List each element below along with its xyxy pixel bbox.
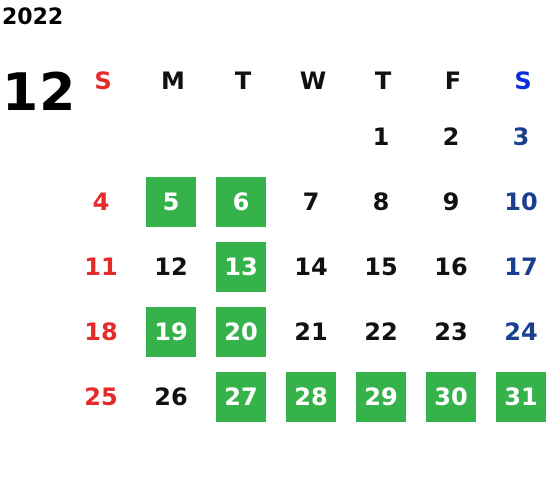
day-cell xyxy=(138,106,208,171)
day-cell xyxy=(68,106,138,171)
weekday-sunday: S xyxy=(94,67,112,95)
weekday-thursday: T xyxy=(374,67,392,95)
weekday-header-row: S M T W T F S xyxy=(68,56,548,106)
week-row: 18 19 20 21 22 23 24 xyxy=(68,301,548,366)
year-label: 2022 xyxy=(2,5,64,30)
day-cell: 22 xyxy=(364,317,398,346)
day-cell: 18 xyxy=(84,317,118,346)
day-cell: 12 xyxy=(154,252,188,281)
day-cell: 4 xyxy=(92,187,110,216)
day-cell: 24 xyxy=(504,317,538,346)
calendar-grid: S M T W T F S 1 2 3 4 5 6 7 8 9 10 11 12… xyxy=(68,56,548,431)
day-cell xyxy=(208,106,278,171)
day-cell: 16 xyxy=(434,252,468,281)
day-cell: 21 xyxy=(294,317,328,346)
day-cell: 7 xyxy=(302,187,320,216)
day-cell: 2 xyxy=(442,122,460,151)
day-cell: 17 xyxy=(504,252,538,281)
day-cell-highlighted: 30 xyxy=(418,366,488,431)
day-cell: 25 xyxy=(84,382,118,411)
weekday-tuesday: T xyxy=(234,67,252,95)
week-row: 1 2 3 xyxy=(68,106,548,171)
month-number: 12 xyxy=(2,63,77,123)
day-cell: 8 xyxy=(372,187,390,216)
day-cell-highlighted: 19 xyxy=(138,301,208,366)
day-cell: 11 xyxy=(84,252,118,281)
weekday-monday: M xyxy=(161,67,185,95)
day-cell-highlighted: 27 xyxy=(208,366,278,431)
day-cell-highlighted: 31 xyxy=(488,366,548,431)
day-cell-highlighted: 6 xyxy=(208,171,278,236)
day-cell xyxy=(278,106,348,171)
day-cell-highlighted: 13 xyxy=(208,236,278,301)
day-cell-highlighted: 28 xyxy=(278,366,348,431)
weekday-wednesday: W xyxy=(299,67,327,95)
day-cell: 1 xyxy=(372,122,390,151)
day-cell-highlighted: 5 xyxy=(138,171,208,236)
week-row: 11 12 13 14 15 16 17 xyxy=(68,236,548,301)
day-cell-highlighted: 20 xyxy=(208,301,278,366)
weekday-saturday: S xyxy=(514,67,532,95)
day-cell: 14 xyxy=(294,252,328,281)
weekday-friday: F xyxy=(444,67,462,95)
day-cell-highlighted: 29 xyxy=(348,366,418,431)
day-cell: 15 xyxy=(364,252,398,281)
day-cell: 10 xyxy=(504,187,538,216)
day-cell: 23 xyxy=(434,317,468,346)
day-cell: 26 xyxy=(154,382,188,411)
day-cell: 9 xyxy=(442,187,460,216)
day-cell: 3 xyxy=(512,122,530,151)
week-row: 4 5 6 7 8 9 10 xyxy=(68,171,548,236)
week-row: 25 26 27 28 29 30 31 xyxy=(68,366,548,431)
